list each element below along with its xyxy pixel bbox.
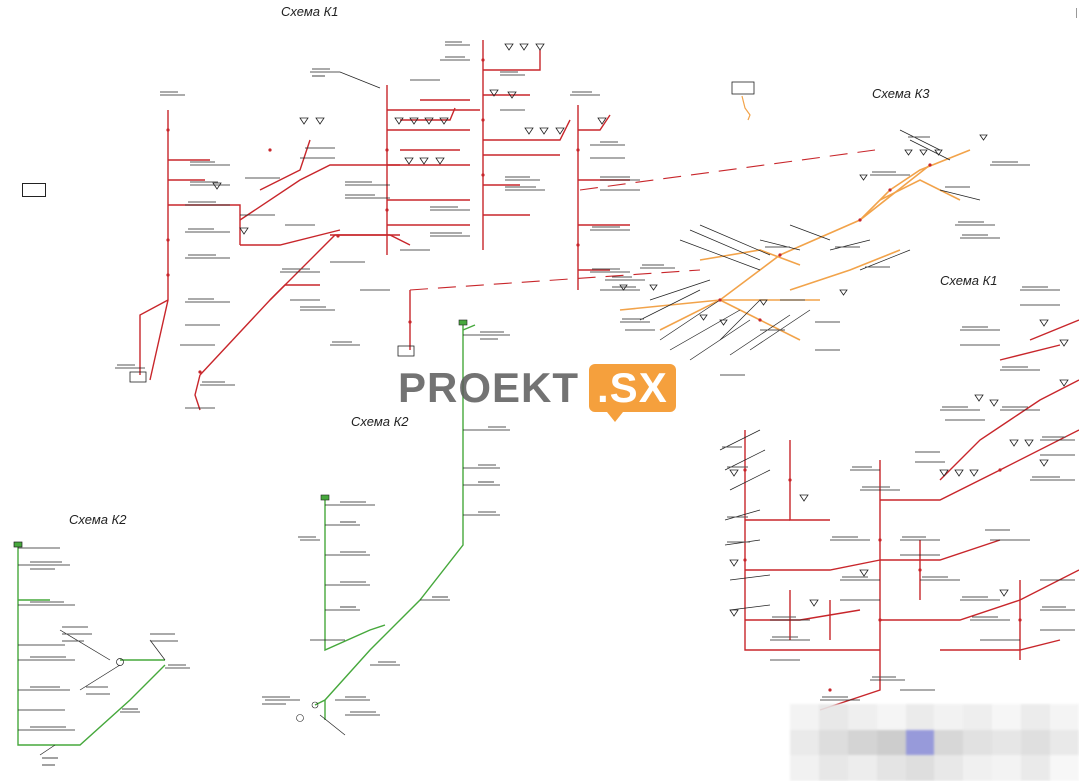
watermark-logo: PROEKT .SX — [398, 364, 676, 422]
k2-mid-fixtures — [296, 319, 468, 722]
k3-junctions — [718, 163, 932, 322]
k3-network — [619, 149, 971, 341]
k3-annotation-strokes — [612, 136, 1018, 376]
k2-left-network — [17, 545, 166, 746]
k1-right-leaders — [719, 289, 1075, 701]
watermark-brand: PROEKT — [398, 364, 580, 411]
k2-mid-leaders — [265, 334, 510, 736]
k2-left-annotation-strokes — [30, 561, 186, 766]
k1-right-annotation-strokes — [722, 286, 1066, 698]
k1-top-annotation-strokes — [117, 41, 630, 383]
k1-right-junctions — [743, 468, 1022, 692]
k2-left-fixtures — [13, 541, 124, 666]
k1-right-fixtures — [729, 319, 1069, 617]
k2-left-leaders — [18, 547, 190, 756]
edge-marker — [1076, 8, 1077, 18]
k1-top-fixtures — [129, 43, 755, 383]
blurred-stamp-area — [790, 704, 1079, 781]
scheme-title-k2-mid: Схема К2 — [351, 414, 409, 429]
scheme-title-k1-top: Схема К1 — [281, 4, 339, 19]
k1-top-leaders — [115, 44, 640, 409]
k1-dashed-links — [409, 149, 876, 291]
k2-mid-annotation-strokes — [262, 331, 506, 713]
k1-top-valves — [166, 58, 580, 374]
scheme-title-k2-left: Схема К2 — [69, 512, 127, 527]
k3-fixtures — [619, 134, 988, 326]
scheme-title-k3: Схема К3 — [872, 86, 930, 101]
k1-top-network — [139, 40, 630, 411]
k3-leaders — [600, 129, 1030, 361]
k1-right-network — [744, 319, 1079, 711]
watermark-tld: .SX — [589, 364, 676, 422]
scheme-title-k1-right: Схема К1 — [940, 273, 998, 288]
legend-box — [22, 183, 46, 197]
